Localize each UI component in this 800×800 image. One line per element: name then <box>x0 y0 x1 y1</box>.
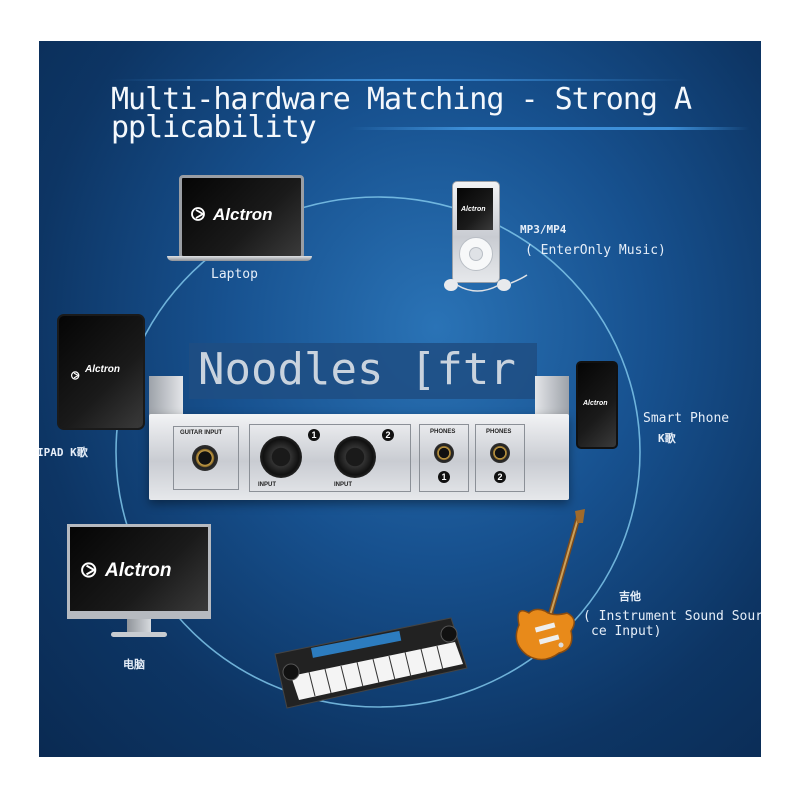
audio-interface: GUITAR INPUT 1 INPUT 2 INPUT PHONES 1 PH… <box>149 376 569 506</box>
phones-2-badge: 2 <box>494 471 506 483</box>
guitar-input-jack <box>192 445 218 471</box>
mp3-screen <box>457 188 493 230</box>
input-1-label: INPUT <box>258 482 276 488</box>
phones-2-jack <box>490 443 510 463</box>
alctron-logo <box>81 562 103 582</box>
laptop-screen <box>179 175 304 259</box>
smartphone-sublabel: K歌 <box>658 432 676 445</box>
combo-input-1 <box>260 436 302 478</box>
computer-label: 电脑 <box>123 658 145 671</box>
smartphone-device: Alctron <box>576 361 618 449</box>
phones-1-jack <box>434 443 454 463</box>
overlay-caption-box <box>189 343 537 399</box>
laptop-device: Alctron <box>167 172 312 272</box>
mp3-label: MP3/MP4 <box>520 223 567 236</box>
guitar-sublabel-2: ce Input) <box>591 624 662 639</box>
guitar-label: 吉他 <box>619 590 641 603</box>
title-accent-line-bottom <box>349 127 749 130</box>
channel-1-badge: 1 <box>308 429 320 441</box>
monitor-neck <box>127 619 151 633</box>
guitar-input-label: GUITAR INPUT <box>180 430 223 436</box>
ipad-label: IPAD K歌 <box>39 446 88 459</box>
input-2-label: INPUT <box>334 482 352 488</box>
title-accent-line-top <box>109 79 689 81</box>
smartphone-brand: Alctron <box>583 400 608 407</box>
laptop-base <box>167 256 312 261</box>
phones-section-2: PHONES 2 <box>475 424 525 492</box>
smartphone-label: Smart Phone <box>643 411 730 426</box>
product-banner: Multi-hardware Matching - Strong A pplic… <box>39 41 761 757</box>
phones-2-label: PHONES <box>486 429 512 435</box>
monitor-brand: Alctron <box>105 560 172 581</box>
ipad-screen <box>57 314 145 430</box>
laptop-label: Laptop <box>211 267 258 282</box>
guitar-sublabel-1: ( Instrument Sound Sour <box>583 609 761 624</box>
interface-right-handle <box>535 376 569 416</box>
alctron-logo <box>191 206 211 225</box>
laptop-brand: Alctron <box>213 205 273 224</box>
mp3-player: Alctron <box>452 181 500 286</box>
connection-ring <box>115 196 641 708</box>
keyboard-device <box>274 617 468 709</box>
page-title-line-1: Multi-hardware Matching - Strong A <box>111 82 692 117</box>
phones-section-1: PHONES 1 <box>419 424 469 492</box>
ipad-device: Alctron <box>57 314 147 432</box>
phones-1-label: PHONES <box>430 429 456 435</box>
alctron-logo <box>71 365 83 384</box>
guitar-device <box>515 509 585 661</box>
page-title-line-2: pplicability <box>111 110 317 145</box>
guitar-input-section: GUITAR INPUT <box>173 426 239 490</box>
interface-left-handle <box>149 376 183 416</box>
overlay-caption: Noodles [ftr <box>198 344 516 395</box>
mp3-sublabel: ( EnterOnly Music) <box>525 243 666 258</box>
smartphone-screen <box>576 361 618 449</box>
desktop-monitor: Alctron <box>67 524 212 649</box>
mp3-brand: Alctron <box>461 206 486 213</box>
combo-input-2 <box>334 436 376 478</box>
ipad-brand: Alctron <box>85 364 120 375</box>
channel-2-badge: 2 <box>382 429 394 441</box>
mp3-center-button <box>469 247 483 261</box>
monitor-stand <box>111 632 167 637</box>
earphones-icon <box>444 274 528 292</box>
phones-1-badge: 1 <box>438 471 450 483</box>
mic-input-section: 1 INPUT 2 INPUT <box>249 424 411 492</box>
